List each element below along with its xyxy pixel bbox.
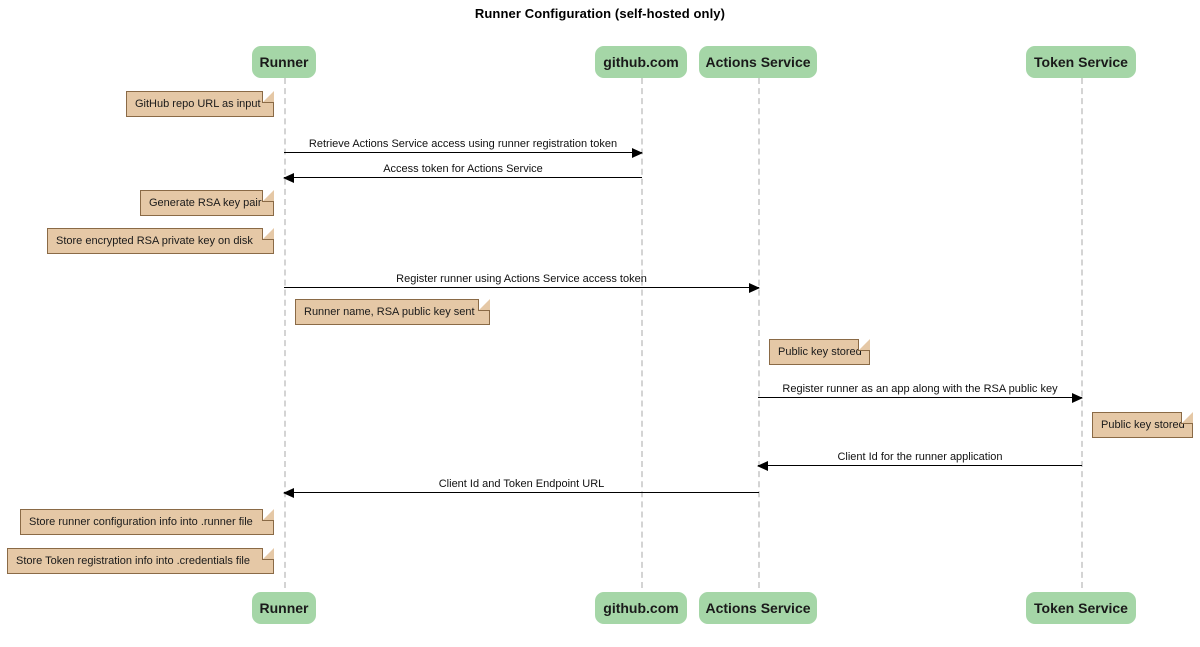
participant-github-top[interactable]: github.com <box>595 46 687 78</box>
participant-label: github.com <box>603 54 679 70</box>
note-fold-icon <box>263 228 274 239</box>
participant-actions-top[interactable]: Actions Service <box>699 46 817 78</box>
note-fold-icon <box>263 548 274 559</box>
participant-label: Runner <box>259 600 309 616</box>
participant-runner-top[interactable]: Runner <box>252 46 316 78</box>
page-title: Runner Configuration (self-hosted only) <box>474 6 726 21</box>
message-access-token: Access token for Actions Service <box>283 163 642 183</box>
message-client-id-runner-app: Client Id for the runner application <box>757 451 1082 471</box>
note-fold-icon <box>263 91 274 102</box>
arrowhead-right-icon <box>1072 393 1083 403</box>
message-label: Retrieve Actions Service access using ru… <box>308 138 618 150</box>
participant-actions-bottom[interactable]: Actions Service <box>699 592 817 624</box>
participant-label: Runner <box>259 54 309 70</box>
note-store-runner-configuration: Store runner configuration info into .ru… <box>20 509 274 535</box>
note-store-token-registration: Store Token registration info into .cred… <box>7 548 274 574</box>
lifeline-github <box>641 78 643 588</box>
note-public-key-stored-actions: Public key stored <box>769 339 870 365</box>
note-text: Runner name, RSA public key sent <box>304 306 475 318</box>
arrowhead-right-icon <box>749 283 760 293</box>
participant-runner-bottom[interactable]: Runner <box>252 592 316 624</box>
arrowhead-left-icon <box>757 461 768 471</box>
note-runner-name-rsa-public-key: Runner name, RSA public key sent <box>295 299 490 325</box>
note-github-repo-url: GitHub repo URL as input <box>126 91 274 117</box>
arrowhead-left-icon <box>283 488 294 498</box>
message-retrieve-actions-access: Retrieve Actions Service access using ru… <box>284 138 643 158</box>
message-register-app-token-service: Register runner as an app along with the… <box>758 383 1083 403</box>
arrowhead-left-icon <box>283 173 294 183</box>
message-label: Register runner as an app along with the… <box>782 383 1058 395</box>
participant-label: Actions Service <box>705 600 811 616</box>
note-fold-icon <box>263 509 274 520</box>
lifeline-actions <box>758 78 760 588</box>
note-fold-icon <box>859 339 870 350</box>
participant-github-bottom[interactable]: github.com <box>595 592 687 624</box>
note-fold-icon <box>479 299 490 310</box>
message-label: Access token for Actions Service <box>383 163 543 175</box>
participant-label: Token Service <box>1034 54 1128 70</box>
message-label: Client Id for the runner application <box>837 451 1003 463</box>
message-label: Register runner using Actions Service ac… <box>396 273 647 285</box>
note-store-encrypted-rsa-private-key: Store encrypted RSA private key on disk <box>47 228 274 254</box>
arrowhead-right-icon <box>632 148 643 158</box>
note-generate-rsa-key-pair: Generate RSA key pair <box>140 190 274 216</box>
note-text: Store runner configuration info into .ru… <box>29 516 253 528</box>
note-text: Public key stored <box>778 346 862 358</box>
message-label: Client Id and Token Endpoint URL <box>438 478 605 490</box>
participant-label: github.com <box>603 600 679 616</box>
note-fold-icon <box>263 190 274 201</box>
message-register-runner: Register runner using Actions Service ac… <box>284 273 760 293</box>
participant-label: Actions Service <box>705 54 811 70</box>
message-client-id-token-endpoint: Client Id and Token Endpoint URL <box>283 478 759 498</box>
note-fold-icon <box>1182 412 1193 423</box>
note-text: GitHub repo URL as input <box>135 98 261 110</box>
participant-label: Token Service <box>1034 600 1128 616</box>
participant-token-bottom[interactable]: Token Service <box>1026 592 1136 624</box>
note-text: Store encrypted RSA private key on disk <box>56 235 253 247</box>
lifeline-runner <box>284 78 286 588</box>
participant-token-top[interactable]: Token Service <box>1026 46 1136 78</box>
note-text: Public key stored <box>1101 419 1185 431</box>
lifeline-token <box>1081 78 1083 588</box>
note-text: Store Token registration info into .cred… <box>16 555 250 567</box>
note-public-key-stored-token: Public key stored <box>1092 412 1193 438</box>
note-text: Generate RSA key pair <box>149 197 262 209</box>
